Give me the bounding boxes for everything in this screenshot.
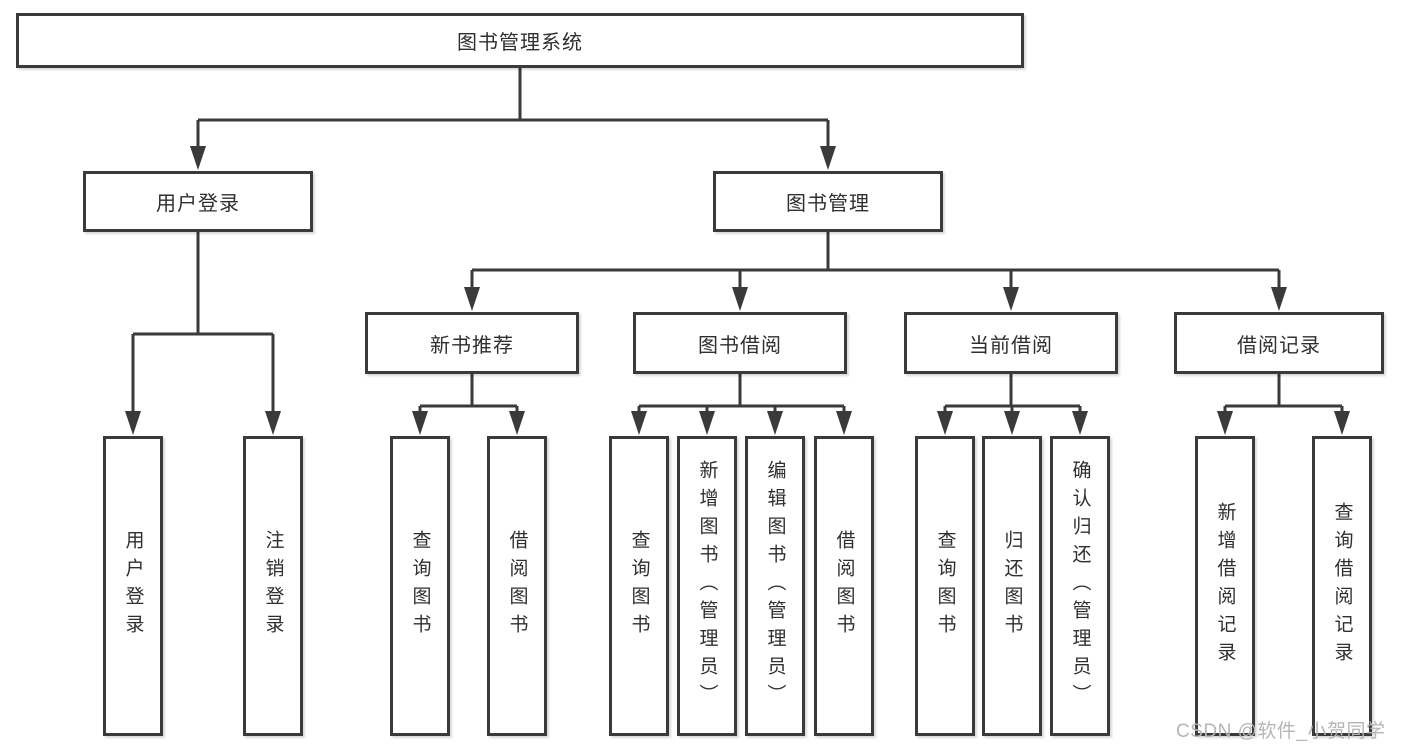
watermark: CSDN @软件_小贺同学	[1176, 721, 1386, 742]
node-log-query: 查询借阅记录	[1312, 436, 1372, 736]
arrowhead	[265, 411, 281, 435]
node-new-rec: 新书推荐	[365, 312, 579, 374]
edge-path-borrow	[637, 374, 846, 418]
node-label: 新增借阅记录	[1214, 502, 1236, 670]
node-bor-add: 新增图书（管理员）	[677, 436, 737, 736]
arrowhead	[699, 411, 715, 435]
node-records: 借阅记录	[1174, 312, 1384, 374]
node-label: 借阅图书	[506, 530, 528, 642]
node-borrow: 图书借阅	[633, 312, 847, 374]
arrowhead	[1072, 411, 1088, 435]
arrowhead	[464, 287, 480, 311]
node-bor-edit: 编辑图书（管理员）	[745, 436, 805, 736]
edge-path-root	[196, 68, 830, 153]
arrowhead	[767, 411, 783, 435]
node-label: 用户登录	[122, 530, 144, 642]
node-bor-borrow: 借阅图书	[814, 436, 874, 736]
node-label: 确认归还（管理员）	[1069, 460, 1091, 712]
edge-path-user-login	[131, 232, 275, 418]
node-label: 图书管理	[786, 193, 870, 215]
node-cur-query: 查询图书	[915, 436, 975, 736]
arrowhead	[1217, 411, 1233, 435]
arrowhead	[1271, 287, 1287, 311]
node-login: 用户登录	[103, 436, 163, 736]
node-label: 新增图书（管理员）	[696, 460, 718, 712]
node-label: 编辑图书（管理员）	[764, 460, 786, 712]
arrowhead	[412, 411, 428, 435]
node-rec-borrow: 借阅图书	[487, 436, 547, 736]
arrowhead	[509, 411, 525, 435]
node-label: 图书借阅	[698, 334, 782, 357]
node-label: 用户登录	[156, 193, 240, 215]
node-label: 图书管理系统	[457, 32, 583, 54]
node-book-mgmt: 图书管理	[713, 171, 943, 232]
node-cur-confirm: 确认归还（管理员）	[1050, 436, 1110, 736]
node-label: 查询借阅记录	[1331, 502, 1353, 670]
node-current: 当前借阅	[904, 312, 1118, 374]
node-rec-query: 查询图书	[390, 436, 450, 736]
arrowhead	[820, 146, 836, 170]
edge-path-records	[1223, 374, 1344, 418]
arrowhead	[631, 411, 647, 435]
node-label: 查询图书	[409, 530, 431, 642]
node-label: 借阅记录	[1237, 334, 1321, 357]
node-label: 注销登录	[262, 530, 284, 642]
node-label: 归还图书	[1001, 530, 1023, 642]
node-log-add: 新增借阅记录	[1195, 436, 1255, 736]
arrowhead	[937, 411, 953, 435]
arrowhead	[1003, 287, 1019, 311]
arrowhead	[1004, 411, 1020, 435]
edge-path-book-mgmt	[470, 232, 1281, 294]
node-label: 新书推荐	[430, 334, 514, 357]
arrowhead	[190, 146, 206, 170]
node-label: 查询图书	[934, 530, 956, 642]
arrowhead	[836, 411, 852, 435]
node-label: 当前借阅	[969, 334, 1053, 357]
node-root: 图书管理系统	[16, 13, 1024, 68]
node-bor-query: 查询图书	[609, 436, 669, 736]
edge-path-new-rec	[418, 374, 519, 418]
arrowhead	[125, 411, 141, 435]
node-cur-return: 归还图书	[982, 436, 1042, 736]
node-user-login: 用户登录	[83, 171, 313, 232]
arrowhead	[1334, 411, 1350, 435]
node-label: 查询图书	[628, 530, 650, 642]
arrowhead	[732, 287, 748, 311]
node-label: 借阅图书	[833, 530, 855, 642]
edge-path-current	[943, 374, 1082, 418]
node-logout: 注销登录	[243, 436, 303, 736]
